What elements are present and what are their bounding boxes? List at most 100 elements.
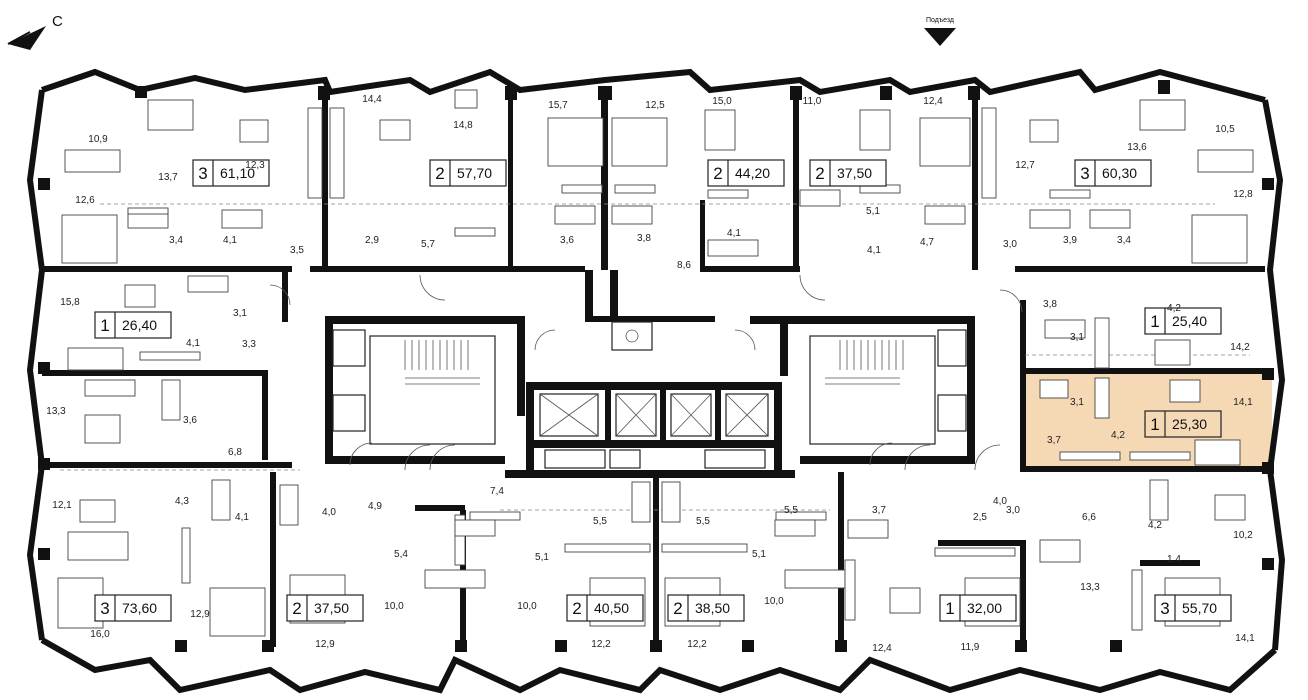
room-area-label: 3,8 <box>637 233 651 244</box>
room-area-label: 5,5 <box>784 505 798 516</box>
room-area-label: 12,4 <box>923 96 943 107</box>
room-area-label: 3,0 <box>1006 505 1020 516</box>
apartment-badge-frame <box>429 159 507 187</box>
room-area-label: 15,0 <box>712 96 732 107</box>
room-area-label: 4,2 <box>1111 430 1125 441</box>
room-area-label: 11,9 <box>961 642 980 653</box>
room-area-label: 4,3 <box>175 496 189 507</box>
building-core <box>325 316 975 478</box>
room-area-label: 4,7 <box>920 237 934 248</box>
room-area-label: 13,3 <box>46 406 66 417</box>
room-area-label: 12,8 <box>1233 189 1253 200</box>
apartment-rooms: 1 <box>1150 312 1159 331</box>
room-area-label: 2,5 <box>973 512 987 523</box>
room-area-label: 10,5 <box>1215 124 1235 135</box>
apartment-area: 44,20 <box>735 165 770 181</box>
north-arrow-icon <box>7 26 46 50</box>
apartment-area: 26,40 <box>122 317 157 333</box>
room-area-label: 3,1 <box>233 308 247 319</box>
entrance-triangle-icon <box>924 28 956 46</box>
room-area-label: 13,7 <box>158 172 178 183</box>
elevator-shafts <box>539 393 769 437</box>
room-area-label: 12,7 <box>1015 160 1035 171</box>
room-area-label: 3,8 <box>1043 299 1057 310</box>
room-area-label: 14,1 <box>1233 397 1253 408</box>
room-area-label: 10,0 <box>517 601 537 612</box>
apartment-area: 73,60 <box>122 600 157 616</box>
room-area-label: 12,9 <box>190 609 210 620</box>
apartment-area: 61,10 <box>220 165 255 181</box>
apartment-badge-frame <box>809 159 887 187</box>
apartment-badge-frame <box>1144 410 1222 438</box>
room-area-label: 4,2 <box>1148 520 1162 531</box>
room-area-label: 3,3 <box>242 339 256 350</box>
apartment-rooms: 2 <box>435 164 444 183</box>
room-area-label: 4,1 <box>223 235 237 246</box>
door-swings <box>269 274 1023 471</box>
room-area-label: 10,9 <box>88 134 108 145</box>
room-area-label: 3,4 <box>169 235 183 246</box>
room-area-label: 8,6 <box>677 260 691 271</box>
apartment-badge-frame <box>94 311 172 339</box>
room-area-label: 5,5 <box>593 516 607 527</box>
apartment-rooms: 2 <box>815 164 824 183</box>
room-area-label: 10,0 <box>384 601 404 612</box>
apartment-badge-frame <box>707 159 785 187</box>
room-area-label: 14,1 <box>1235 633 1255 644</box>
room-area-label: 3,0 <box>1003 239 1017 250</box>
apartment-rooms: 2 <box>673 599 682 618</box>
room-area-label: 5,1 <box>535 552 549 563</box>
apartment-area: 25,40 <box>1172 313 1207 329</box>
room-area-label: 4,0 <box>322 507 336 518</box>
apartment-badge-frame <box>192 159 270 187</box>
room-area-label: 2,9 <box>365 235 379 246</box>
room-area-label: 12,1 <box>52 500 72 511</box>
room-area-label: 12,5 <box>645 100 665 111</box>
apartment-badge-frame <box>1144 307 1222 335</box>
apartment-rooms: 3 <box>100 599 109 618</box>
apartment-area: 37,50 <box>314 600 349 616</box>
apartment-area: 40,50 <box>594 600 629 616</box>
apartment-badge-frame <box>1074 159 1152 187</box>
room-area-label: 12,6 <box>75 195 95 206</box>
room-area-label: 4,1 <box>186 338 200 349</box>
room-area-label: 5,1 <box>866 206 880 217</box>
apartment-area: 60,30 <box>1102 165 1137 181</box>
room-area-label: 3,9 <box>1063 235 1077 246</box>
room-area-label: 12,2 <box>687 639 707 650</box>
room-area-label: 3,7 <box>1047 435 1061 446</box>
apartment-rooms: 3 <box>1160 599 1169 618</box>
interior-walls <box>42 92 1270 652</box>
room-area-label: 10,0 <box>764 596 784 607</box>
room-area-label: 15,7 <box>548 100 568 111</box>
apartment-rooms: 2 <box>713 164 722 183</box>
apartment-badge-frame <box>286 594 364 622</box>
room-area-label: 3,5 <box>290 245 304 256</box>
room-area-label: 3,7 <box>872 505 886 516</box>
room-area-label: 4,0 <box>993 496 1007 507</box>
room-area-label: 5,7 <box>421 239 435 250</box>
room-area-label: 6,6 <box>1082 512 1096 523</box>
room-area-label: 3,1 <box>1070 397 1084 408</box>
room-area-label: 4,2 <box>1167 303 1181 314</box>
apartment-badge-frame <box>939 594 1017 622</box>
room-area-label: 12,2 <box>591 639 611 650</box>
apartment-rooms: 2 <box>292 599 301 618</box>
north-label: С <box>52 13 63 30</box>
